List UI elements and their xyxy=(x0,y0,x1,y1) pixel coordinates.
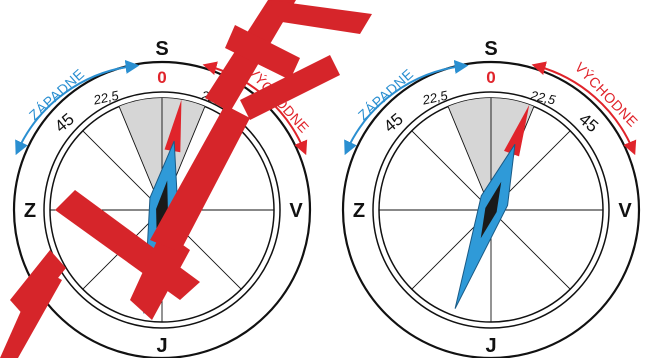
needle-north-tip xyxy=(164,99,182,153)
cross-stroke-topright xyxy=(268,0,372,34)
left-compass-incorrect: S J Z V 0 22,5 22,5 45 ZÁPADNE VÝCHODNE xyxy=(0,0,372,360)
cross-stroke-crossbar xyxy=(225,25,300,80)
cross-stroke-right xyxy=(240,55,340,120)
north-label: S xyxy=(155,38,168,60)
zero-label: 0 xyxy=(486,68,495,87)
east-label: V xyxy=(289,200,303,222)
tick-label-225-left: 22,5 xyxy=(91,87,121,107)
east-label: V xyxy=(618,200,632,222)
west-arc xyxy=(344,60,469,156)
cross-stroke-up xyxy=(150,105,250,252)
tick-label-225-left: 22,5 xyxy=(420,87,450,107)
cross-stroke-bottom-2 xyxy=(10,250,66,318)
east-arc xyxy=(531,61,637,156)
south-label: J xyxy=(485,335,496,357)
north-label: S xyxy=(484,38,497,60)
right-compass-correct: S J Z V 0 22,5 22,5 45 45 ZÁPADNE VÝCHOD… xyxy=(341,38,641,360)
west-label: Z xyxy=(24,200,36,222)
west-arc xyxy=(15,60,140,156)
tick-label-225-right: 22,5 xyxy=(528,87,558,107)
cross-out-mark xyxy=(0,0,372,358)
needle-north-tip xyxy=(504,104,530,157)
cross-stroke-mid xyxy=(130,230,190,320)
needle-pivot xyxy=(480,181,502,239)
west-label: Z xyxy=(353,200,365,222)
zero-label: 0 xyxy=(157,68,166,87)
south-label: J xyxy=(156,335,167,357)
compass-needle xyxy=(454,104,530,309)
